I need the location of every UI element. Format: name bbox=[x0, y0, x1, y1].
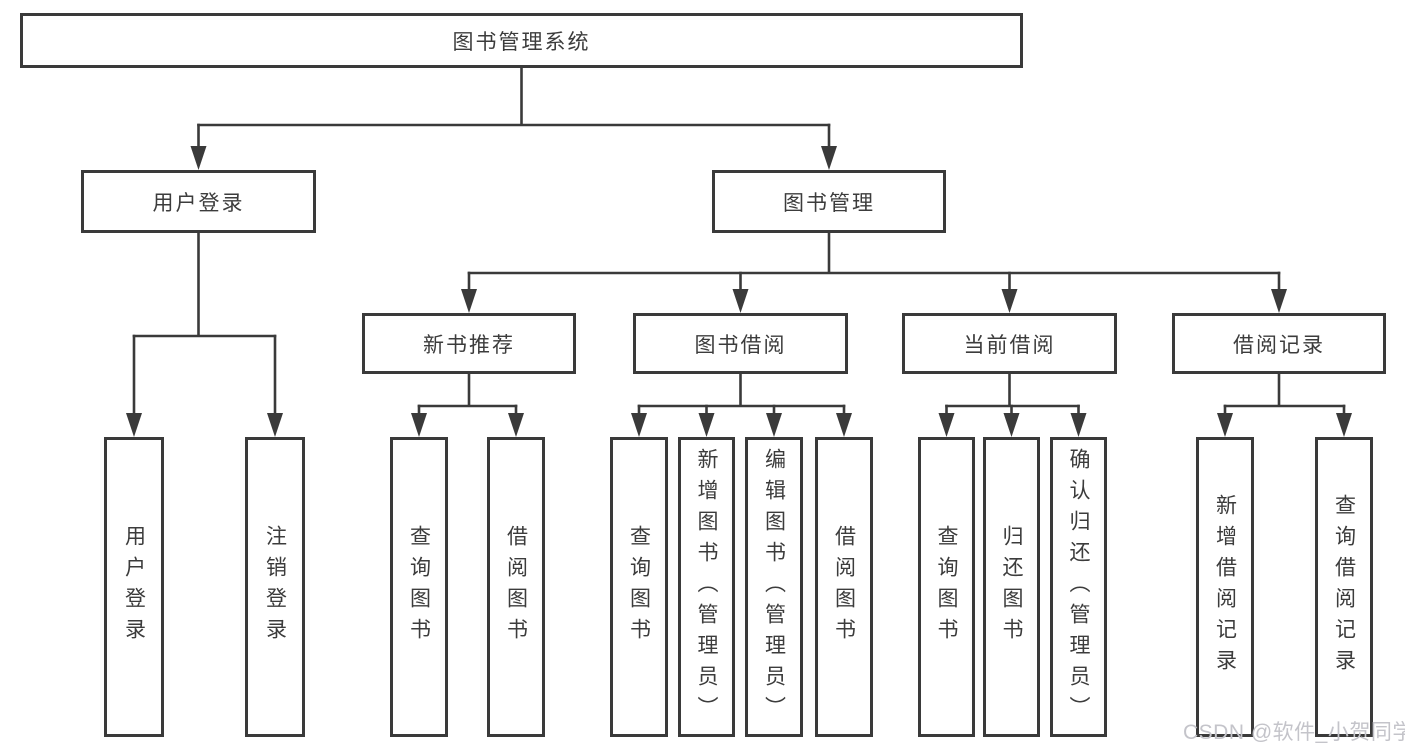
node-borrowing-records: 借阅记录 bbox=[1172, 313, 1386, 374]
leaf-borrow-books-recommend: 借阅图书 bbox=[487, 437, 545, 737]
leaf-query-books-current: 查询图书 bbox=[918, 437, 975, 737]
connector-root-to-level2 bbox=[190, 68, 837, 170]
node-user-login: 用户登录 bbox=[81, 170, 316, 233]
node-book-borrowing: 图书借阅 bbox=[633, 313, 848, 374]
csdn-watermark: CSDN @软件_小贺同学 bbox=[1183, 721, 1405, 744]
leaf-return-books: 归还图书 bbox=[983, 437, 1040, 737]
leaf-query-books-recommend: 查询图书 bbox=[390, 437, 448, 737]
connector-book-borrowing-to-leaves bbox=[631, 374, 852, 437]
leaf-add-borrow-record: 新增借阅记录 bbox=[1196, 437, 1254, 737]
node-new-book-recommend: 新书推荐 bbox=[362, 313, 576, 374]
node-book-management: 图书管理 bbox=[712, 170, 946, 233]
leaf-confirm-return-admin: 确认归还（管理员） bbox=[1050, 437, 1107, 737]
node-current-borrowing: 当前借阅 bbox=[902, 313, 1117, 374]
connector-user-login-to-leaves bbox=[126, 233, 283, 437]
leaf-logout: 注销登录 bbox=[245, 437, 305, 737]
connector-borrowing-records-to-leaves bbox=[1217, 374, 1352, 437]
leaf-query-books-borrowing: 查询图书 bbox=[610, 437, 668, 737]
leaf-edit-books-admin: 编辑图书（管理员） bbox=[745, 437, 803, 737]
connector-book-management-to-level3 bbox=[461, 233, 1287, 313]
connector-new-book-recommend-to-leaves bbox=[411, 374, 524, 437]
leaf-add-books-admin: 新增图书（管理员） bbox=[678, 437, 735, 737]
leaf-query-borrow-record: 查询借阅记录 bbox=[1315, 437, 1373, 737]
leaf-user-login: 用户登录 bbox=[104, 437, 164, 737]
node-root: 图书管理系统 bbox=[20, 13, 1023, 68]
leaf-borrow-books-borrowing: 借阅图书 bbox=[815, 437, 873, 737]
connector-current-borrowing-to-leaves bbox=[938, 374, 1087, 437]
